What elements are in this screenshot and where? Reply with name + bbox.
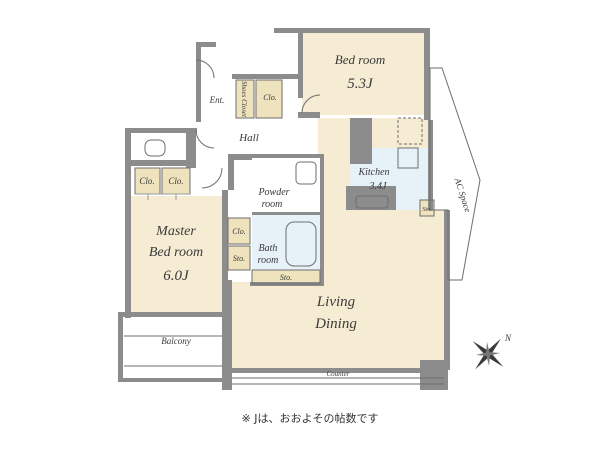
outlines: [124, 59, 481, 385]
master-bedroom-floor: [130, 196, 226, 312]
kitchen-name: Kitchen: [357, 167, 389, 178]
hall-label: Hall: [238, 132, 259, 144]
clo-master-area-2: [162, 168, 190, 194]
counter-label: Counter: [327, 370, 350, 378]
walls: [118, 28, 450, 390]
ac-space-label: AC Space: [452, 176, 473, 214]
bath-room-name-line2: room: [258, 255, 279, 266]
compass-north-label: N: [504, 333, 512, 343]
clo-master-area-1: [135, 168, 160, 194]
powder-room-name-line1: Powder: [257, 187, 289, 198]
sto-master-area: [228, 246, 250, 270]
clo-master-area-3: [228, 218, 250, 244]
clo-master-label-2: Clo.: [168, 176, 183, 186]
footnote: ※ Jは、おおよその帖数です: [241, 412, 379, 425]
bedroom-size: 5.3J: [347, 76, 374, 92]
clo-entry-label: Clo.: [263, 93, 277, 102]
kitchen-size: 3.4J: [369, 181, 388, 192]
clo-master-label-3: Clo.: [232, 227, 246, 236]
master-bedroom-name-line1: Master: [155, 224, 196, 239]
sto-kitchen-label: Sto.: [422, 207, 431, 213]
powder-room-name-line2: room: [262, 199, 283, 210]
master-bedroom-name-line2: Bed room: [149, 245, 203, 260]
living-dining-name-line2: Dining: [314, 316, 357, 332]
powder-room-floor: [252, 158, 320, 214]
hall-floor: [196, 120, 318, 154]
compass-icon: [472, 338, 504, 370]
balcony-floor: [122, 318, 222, 378]
sto-bath-label: Sto.: [280, 273, 292, 282]
living-dining-name-line1: Living: [316, 294, 356, 310]
clo-master-label-1: Clo.: [139, 176, 154, 186]
sto-bath-area: [252, 270, 320, 284]
shoes-closet-label: Shoes Closet: [240, 81, 248, 118]
clo-entry-area: [256, 80, 282, 118]
balcony-label: Balcony: [161, 336, 191, 346]
closet-door-lines: [135, 193, 190, 200]
shoes-closet-area: [236, 80, 254, 118]
bedroom-floor: [302, 32, 424, 115]
room-floors: [122, 32, 448, 378]
bedroom-name: Bed room: [335, 52, 385, 67]
entrance-label: Ent.: [209, 95, 225, 105]
master-bedroom-size: 6.0J: [163, 268, 190, 284]
bath-room-name-line1: Bath: [259, 243, 278, 254]
storage-areas: [135, 80, 434, 284]
sto-master-label: Sto.: [233, 254, 245, 263]
